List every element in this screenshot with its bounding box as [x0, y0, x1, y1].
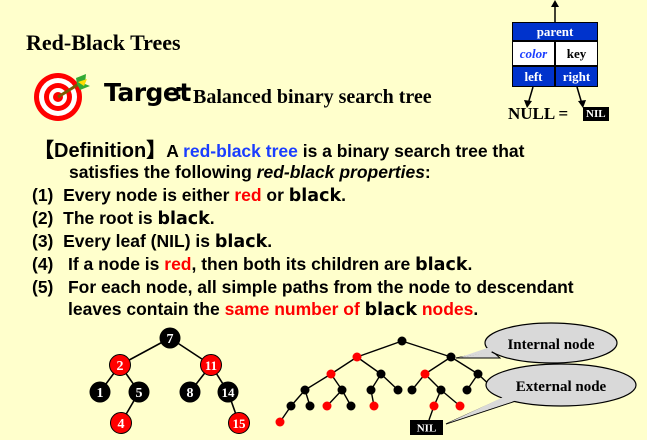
- external-node-label: External node: [516, 379, 607, 395]
- tree-node-4: 4: [110, 412, 132, 434]
- property-5-continued: leaves contain the same number of black …: [68, 299, 478, 320]
- red-word: red: [234, 185, 262, 205]
- definition-text: :: [424, 162, 431, 182]
- property-4: (4) If a node is red, then both its chil…: [32, 254, 472, 275]
- red-word: red: [164, 254, 192, 274]
- nil-label: NIL: [417, 423, 437, 435]
- property-number: (2): [32, 208, 54, 228]
- node-key: 2: [117, 359, 124, 374]
- property-text: or: [261, 185, 289, 205]
- node-key: 14: [222, 385, 236, 400]
- legend-left-field: left: [512, 66, 555, 87]
- tree-node-14: 14: [217, 381, 239, 403]
- definition-text: is a binary search tree that: [297, 141, 525, 161]
- null-label: NULL =: [508, 104, 569, 123]
- node-key: 1: [97, 386, 104, 401]
- legend-key-field: key: [555, 41, 598, 66]
- property-text: , then both its children are: [191, 254, 416, 274]
- tree-node-7: 7: [159, 327, 181, 349]
- property-number: (5): [32, 277, 54, 297]
- property-number: (4): [32, 254, 54, 274]
- property-1: (1) Every node is either red or black.: [32, 185, 346, 206]
- definition-line-1: 【Definition】A red-black tree is a binary…: [34, 134, 525, 163]
- tree-node-5: 5: [128, 381, 150, 403]
- node-key: 7: [167, 332, 174, 347]
- property-text: .: [473, 299, 479, 319]
- node-structure-legend: parent color key left right: [512, 22, 598, 87]
- property-number: (1): [32, 185, 54, 205]
- red-phrase: nodes: [417, 299, 474, 319]
- property-text: The root is: [63, 208, 158, 228]
- definition-text: satisfies the following: [69, 162, 257, 182]
- black-word: black: [364, 300, 417, 320]
- property-text: Every leaf (NIL) is: [63, 231, 215, 251]
- node-key: 11: [205, 358, 217, 373]
- legend-right-field: right: [555, 66, 598, 87]
- target-colon: :: [174, 80, 183, 105]
- node-key: 5: [136, 386, 143, 401]
- black-word: black: [157, 209, 210, 229]
- definition-text: A: [166, 141, 184, 161]
- node-key: 4: [118, 417, 125, 432]
- definition-properties-term: red-black properties: [256, 162, 425, 182]
- property-text: Every node is either: [63, 185, 235, 205]
- internal-node-label: Internal node: [507, 337, 594, 353]
- property-text: .: [341, 185, 347, 205]
- page-title: Red-Black Trees: [26, 30, 181, 55]
- target-label: Target: [104, 78, 191, 107]
- tree-node-11: 11: [200, 354, 222, 376]
- property-number: (3): [32, 231, 54, 251]
- target-icon: [34, 73, 90, 121]
- legend-parent-field: parent: [512, 22, 598, 41]
- nil-legend-box: NIL: [583, 107, 609, 121]
- property-text: .: [467, 254, 473, 274]
- black-word: black: [415, 255, 468, 275]
- property-3: (3) Every leaf (NIL) is black.: [32, 231, 272, 252]
- property-text: .: [267, 231, 273, 251]
- nil-node: NIL: [410, 420, 443, 435]
- definition-term: red-black tree: [183, 141, 298, 161]
- property-2: (2) The root is black.: [32, 208, 215, 229]
- property-5: (5) For each node, all simple paths from…: [32, 277, 574, 298]
- tree-node-8: 8: [179, 381, 201, 403]
- external-node-callout: External node: [445, 363, 637, 425]
- red-phrase: same number of: [224, 299, 365, 319]
- tree-node-2: 2: [109, 354, 131, 376]
- tree-node-15: 15: [228, 412, 250, 434]
- node-key: 8: [187, 386, 194, 401]
- property-text: leaves contain the: [68, 299, 225, 319]
- property-text: If a node is: [67, 254, 165, 274]
- definition-heading: 【Definition】: [34, 140, 167, 162]
- property-text: For each node, all simple paths from the…: [67, 277, 574, 297]
- internal-node-callout: Internal node: [455, 322, 618, 364]
- property-text: .: [209, 208, 215, 228]
- definition-line-2: satisfies the following red-black proper…: [69, 162, 431, 183]
- node-key: 15: [233, 416, 247, 431]
- black-word: black: [214, 232, 268, 252]
- tree-node-1: 1: [89, 381, 111, 403]
- legend-color-field: color: [512, 41, 555, 66]
- target-description: Balanced binary search tree: [193, 86, 432, 108]
- black-word: black: [288, 186, 342, 206]
- dot-tree-nodes: [275, 336, 500, 427]
